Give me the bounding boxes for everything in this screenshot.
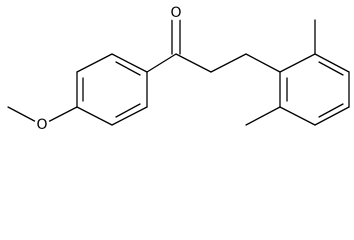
- ch2-to-ch2-bond: [210, 53, 247, 73]
- propanone-chain: [175, 53, 281, 73]
- ketone-group: O: [146, 5, 184, 73]
- methyl-groups: [245, 19, 316, 126]
- ring-a-double-bond-2: [115, 103, 141, 118]
- ring-b-double-bond-2: [318, 61, 344, 76]
- carbonyl-oxygen-mask: [168, 5, 184, 21]
- ring-a-bond-6: [76, 53, 113, 73]
- lower-methyl-bond: [245, 106, 281, 126]
- ring-b-bond-1: [279, 53, 316, 73]
- methoxy-group: O: [7, 106, 78, 133]
- methoxyphenyl-ring: [76, 53, 148, 126]
- ring-b-bond-5: [279, 106, 316, 126]
- ring-b-bond-4: [314, 106, 350, 126]
- ring-a-bond-1: [111, 53, 148, 73]
- methoxy-oxygen-mask: [34, 117, 50, 133]
- ring-a-bond-4: [76, 106, 113, 126]
- ring-b-double-bond-3: [318, 103, 344, 118]
- carbonyl-to-ch2-bond: [175, 53, 212, 73]
- chemical-structure-diagram: O O: [7, 5, 350, 133]
- carbonyl-oxygen-label: O: [170, 5, 181, 21]
- ring-b-bond-2: [314, 53, 350, 73]
- ring-to-carbonyl-bond: [146, 53, 177, 73]
- ring-a-double-bond-1: [115, 61, 141, 76]
- dimethylphenyl-ring: [279, 53, 350, 126]
- ch2-to-ring-bond: [245, 53, 281, 73]
- methoxy-oxygen-label: O: [36, 117, 47, 133]
- ring-a-bond-3: [111, 106, 148, 126]
